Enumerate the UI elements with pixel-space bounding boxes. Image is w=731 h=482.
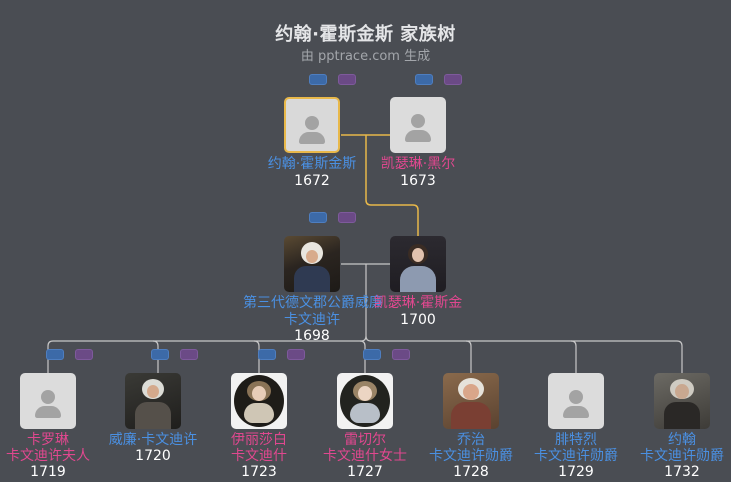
person-name: 卡罗琳 — [27, 432, 69, 448]
coat-shape — [135, 402, 171, 429]
birth-year: 1672 — [294, 173, 330, 189]
face-shape — [675, 384, 689, 399]
dress-shape — [244, 403, 274, 423]
add-father-button[interactable] — [415, 74, 433, 85]
birth-year: 1728 — [453, 464, 489, 480]
person-name-line2: 卡文迪许 — [284, 312, 340, 328]
birth-year: 1732 — [664, 464, 700, 480]
person-name-line2: 卡文迪什女士 — [323, 448, 407, 464]
add-father-button[interactable] — [309, 74, 327, 85]
person-node[interactable]: 雷切尔 卡文迪什女士 1727 — [310, 372, 420, 482]
face-shape — [358, 386, 372, 401]
birth-year: 1700 — [400, 312, 436, 328]
person-node[interactable]: 卡罗琳 卡文迪许夫人 1719 — [0, 372, 103, 482]
add-mother-button[interactable] — [75, 349, 93, 360]
birth-year: 1698 — [294, 328, 330, 344]
person-icon — [305, 116, 319, 130]
person-name-line2: 卡文迪许勋爵 — [534, 448, 618, 464]
person-name: 第三代德文郡公爵威廉 — [243, 295, 383, 311]
add-mother-button[interactable] — [287, 349, 305, 360]
page-title: 约翰·霍斯金斯 家族树 — [275, 24, 456, 45]
person-icon-body — [405, 130, 431, 142]
person-icon-body — [299, 132, 325, 144]
coat-shape — [664, 402, 700, 429]
person-name-line2: 卡文迪什 — [231, 448, 287, 464]
person-name: 乔治 — [457, 432, 485, 448]
person-name: 凯瑟琳·霍斯金 — [373, 295, 463, 311]
avatar-placeholder[interactable] — [284, 97, 340, 153]
add-mother-button[interactable] — [392, 349, 410, 360]
person-name-line2: 卡文迪许夫人 — [6, 448, 90, 464]
portrait-photo[interactable] — [125, 373, 181, 429]
portrait-photo[interactable] — [654, 373, 710, 429]
birth-year: 1720 — [135, 448, 171, 464]
avatar-placeholder[interactable] — [548, 373, 604, 429]
add-mother-button[interactable] — [338, 212, 356, 223]
face-shape — [252, 386, 266, 401]
avatar-placeholder[interactable] — [20, 373, 76, 429]
person-name: 伊丽莎白 — [231, 432, 287, 448]
portrait-photo[interactable] — [231, 373, 287, 429]
birth-year: 1719 — [30, 464, 66, 480]
person-node[interactable]: 乔治 卡文迪许勋爵 1728 — [416, 372, 526, 482]
person-node[interactable]: 约翰 卡文迪许勋爵 1732 — [627, 372, 731, 482]
birth-year: 1723 — [241, 464, 277, 480]
person-name-line2: 卡文迪许勋爵 — [640, 448, 724, 464]
birth-year: 1727 — [347, 464, 383, 480]
portrait-photo[interactable] — [284, 236, 340, 292]
page-subtitle: 由 pptrace.com 生成 — [300, 49, 431, 64]
coat-shape — [451, 402, 491, 429]
portrait-photo[interactable] — [390, 236, 446, 292]
person-icon — [41, 390, 55, 404]
person-name: 威廉·卡文迪许 — [108, 432, 198, 448]
person-name: 约翰·霍斯金斯 — [267, 156, 357, 172]
portrait-photo[interactable] — [443, 373, 499, 429]
add-father-button[interactable] — [151, 349, 169, 360]
avatar-placeholder[interactable] — [390, 97, 446, 153]
face-shape — [147, 385, 159, 398]
add-father-button[interactable] — [363, 349, 381, 360]
person-node[interactable]: 第三代德文郡公爵威廉 卡文迪许 1698 — [243, 235, 383, 345]
add-father-button[interactable] — [309, 212, 327, 223]
add-mother-button[interactable] — [338, 74, 356, 85]
person-name: 雷切尔 — [344, 432, 386, 448]
person-node[interactable]: 腓特烈 卡文迪许勋爵 1729 — [521, 372, 631, 482]
person-name: 约翰 — [668, 432, 696, 448]
dress-shape — [350, 403, 380, 423]
person-name: 凯瑟琳·黑尔 — [380, 156, 456, 172]
add-father-button[interactable] — [46, 349, 64, 360]
add-mother-button[interactable] — [444, 74, 462, 85]
birth-year: 1729 — [558, 464, 594, 480]
add-mother-button[interactable] — [180, 349, 198, 360]
person-icon — [569, 390, 583, 404]
add-father-button[interactable] — [258, 349, 276, 360]
person-icon-body — [563, 406, 589, 418]
person-node[interactable]: 威廉·卡文迪许 1720 — [98, 372, 208, 482]
person-node[interactable]: 凯瑟琳·黑尔 1673 — [363, 96, 473, 191]
person-node[interactable]: 凯瑟琳·霍斯金 1700 — [363, 235, 473, 330]
face-shape — [463, 384, 479, 400]
person-icon-body — [35, 406, 61, 418]
birth-year: 1673 — [400, 173, 436, 189]
dress-shape — [400, 266, 436, 292]
person-name-line2: 卡文迪许勋爵 — [429, 448, 513, 464]
person-node[interactable]: 约翰·霍斯金斯 1672 — [257, 96, 367, 191]
person-node[interactable]: 伊丽莎白 卡文迪什 1723 — [204, 372, 314, 482]
person-name: 腓特烈 — [555, 432, 597, 448]
face-shape — [412, 248, 424, 262]
face-shape — [306, 250, 318, 263]
coat-shape — [294, 266, 330, 292]
portrait-photo[interactable] — [337, 373, 393, 429]
person-icon — [411, 114, 425, 128]
